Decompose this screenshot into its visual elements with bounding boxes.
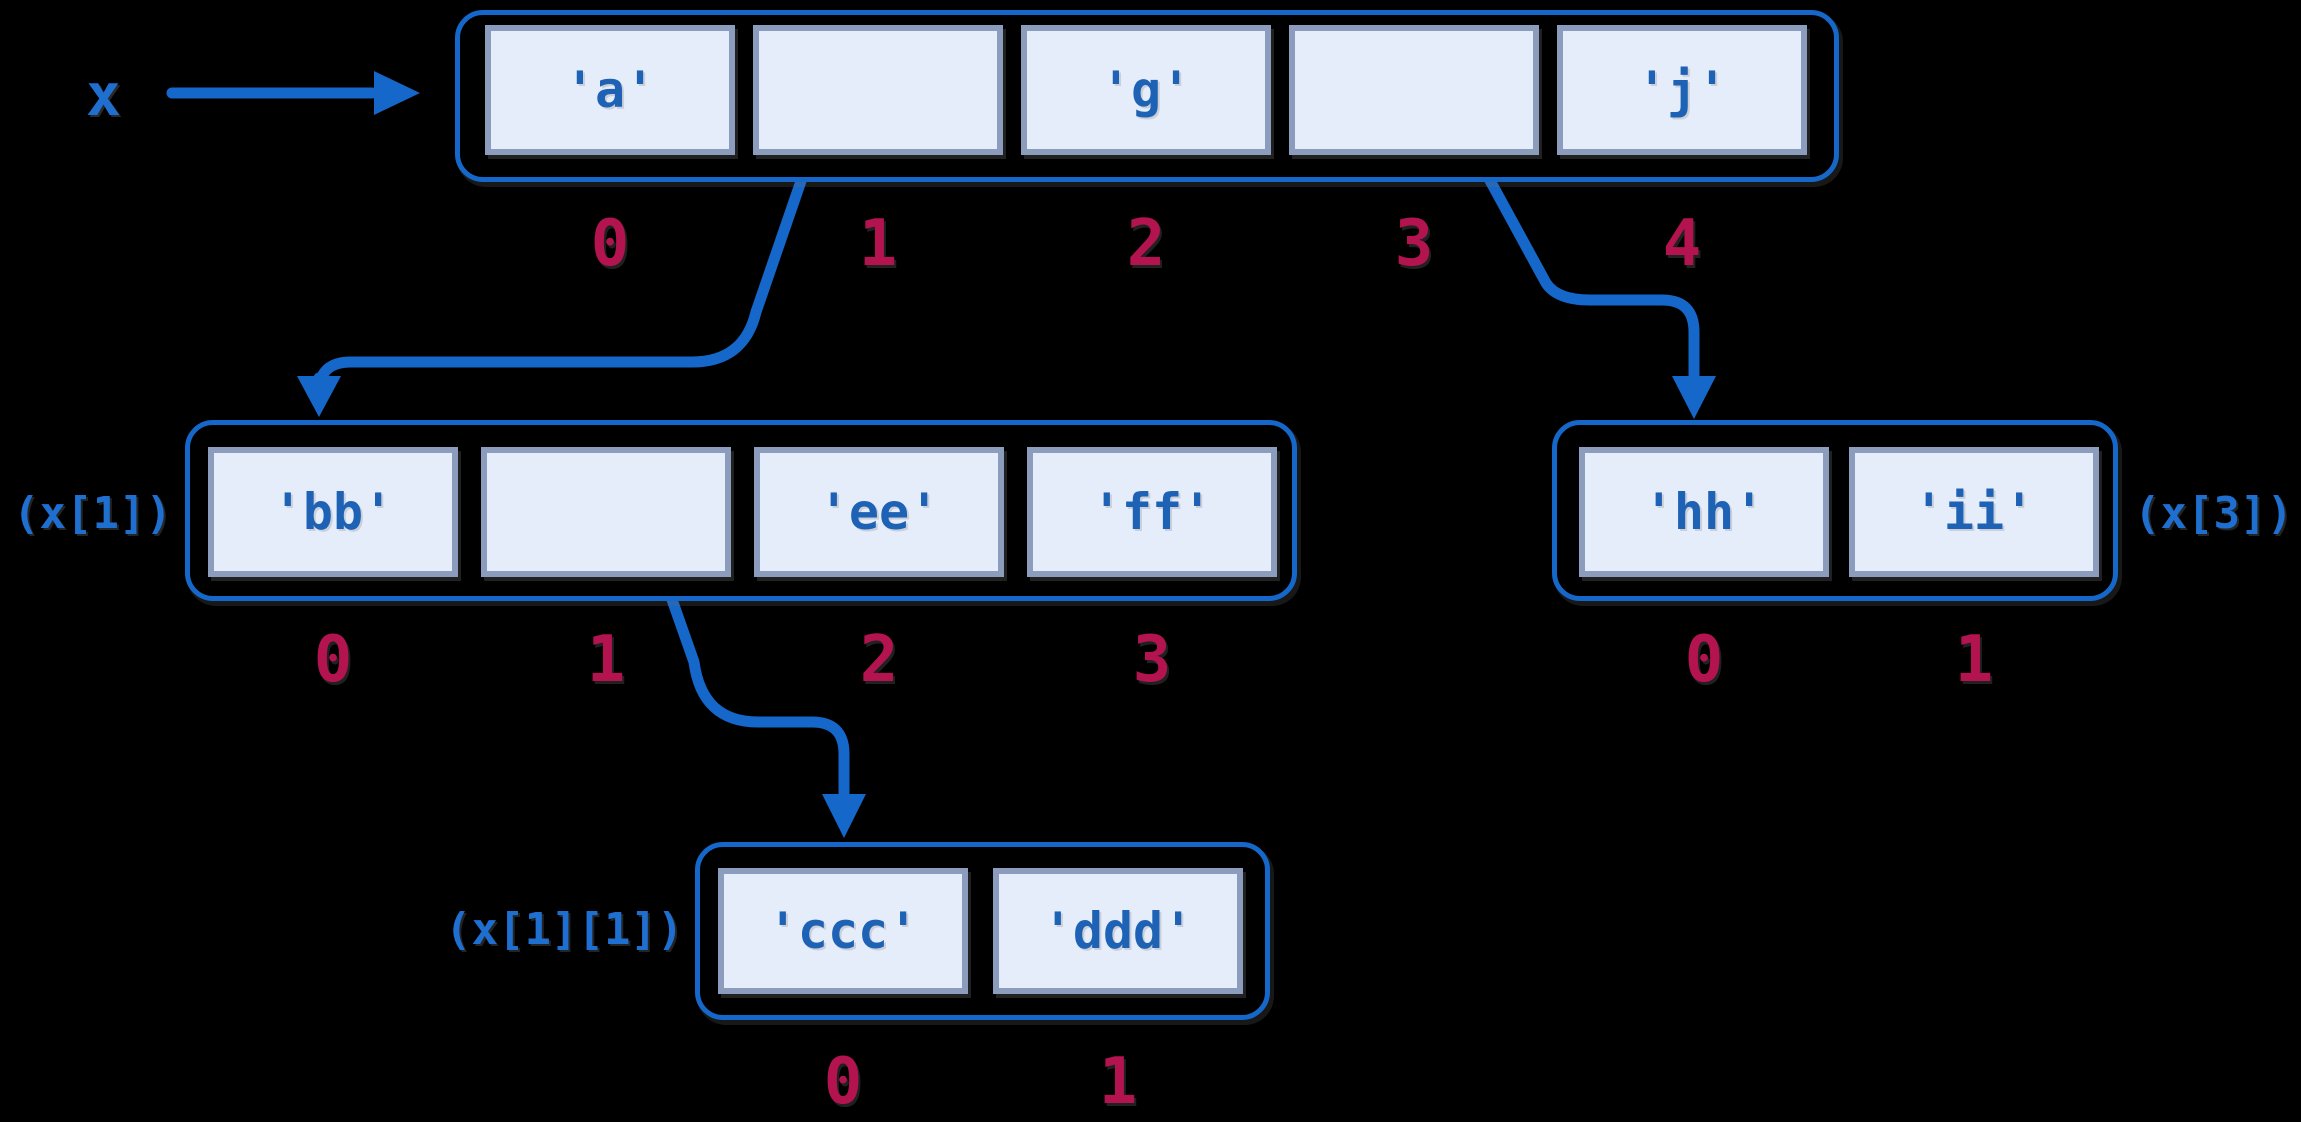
list-cell-x-2: 'g': [1021, 25, 1271, 155]
index-label: 1: [586, 623, 626, 697]
index-label: 0: [1684, 623, 1724, 697]
index-label: 3: [1132, 623, 1172, 697]
sublist-x1x1-label: (x[1][1]): [445, 904, 684, 955]
list-cell-x-3: [1289, 25, 1539, 155]
index-label: 1: [1098, 1045, 1138, 1119]
index-label: 4: [1662, 207, 1702, 281]
list-cell-x1x1-1: 'ddd': [993, 868, 1243, 994]
index-label: 3: [1394, 207, 1434, 281]
list-cell-x1-0: 'bb': [208, 447, 458, 577]
index-label: 2: [1126, 207, 1166, 281]
index-label: 1: [1954, 623, 1994, 697]
list-cell-x-4: 'j': [1557, 25, 1807, 155]
arrow-x-to-top-list: [166, 71, 420, 115]
list-cell-x1-1: [481, 447, 731, 577]
index-label: 0: [313, 623, 353, 697]
arrow-x1cell1-to-sublist-x1x1: [657, 568, 866, 838]
list-cell-x1x1-0: 'ccc': [718, 868, 968, 994]
list-cell-x3-1: 'ii': [1849, 447, 2099, 577]
index-label: 0: [590, 207, 630, 281]
arrow-topcell3-to-sublist-x3: [1469, 147, 1716, 419]
variable-x-label: x: [86, 61, 121, 129]
list-cell-x-1: [753, 25, 1003, 155]
list-cell-x1-3: 'ff': [1027, 447, 1277, 577]
sublist-x3-label: (x[3]): [2134, 488, 2293, 539]
list-cell-x3-0: 'hh': [1579, 447, 1829, 577]
list-cell-x1-2: 'ee': [754, 447, 1004, 577]
arrow-topcell1-to-sublist-x1: [297, 149, 816, 417]
list-cell-x-0: 'a': [485, 25, 735, 155]
index-label: 1: [858, 207, 898, 281]
sublist-x1-label: (x[1]): [13, 488, 172, 539]
index-label: 2: [859, 623, 899, 697]
index-label: 0: [823, 1045, 863, 1119]
